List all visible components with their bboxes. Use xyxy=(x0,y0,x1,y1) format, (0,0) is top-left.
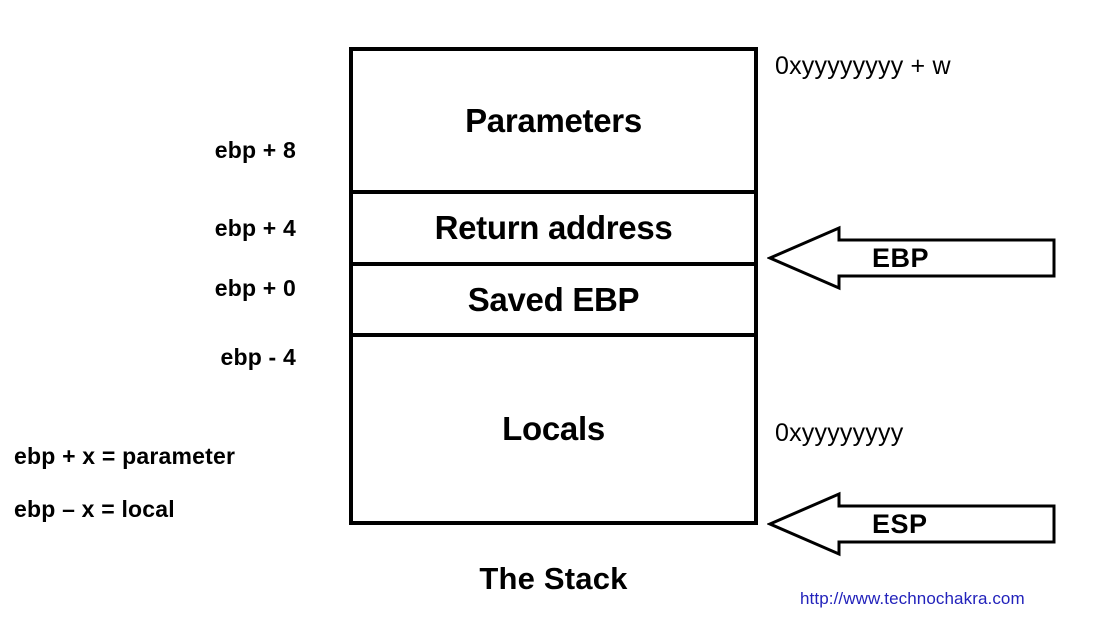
address-label-high: 0xyyyyyyyy + w xyxy=(775,52,951,80)
watermark-url: http://www.technochakra.com xyxy=(800,589,1025,608)
stack-cell-label: Return address xyxy=(434,209,673,246)
esp-pointer-arrow: ESP xyxy=(767,490,1057,558)
stack-cell-label: Locals xyxy=(502,410,605,447)
offset-label-ebp-plus-4: ebp + 4 xyxy=(214,215,296,241)
stack-cell-return-address: Return address xyxy=(353,190,754,262)
note-parameter-rule: ebp + x = parameter xyxy=(14,443,236,469)
offset-label-ebp-minus-4: ebp - 4 xyxy=(220,344,296,370)
register-label: ESP xyxy=(872,508,928,539)
left-arrow-icon xyxy=(767,491,1056,557)
offset-label-ebp-plus-0: ebp + 0 xyxy=(214,275,296,301)
stack-cell-label: Parameters xyxy=(465,101,642,139)
stack-box: Parameters Return address Saved EBP Loca… xyxy=(349,47,758,525)
register-label: EBP xyxy=(872,242,930,273)
address-label-low: 0xyyyyyyyy xyxy=(775,419,904,447)
left-arrow-icon xyxy=(767,225,1056,291)
stack-cell-parameters: Parameters xyxy=(353,51,754,190)
stack-cell-locals: Locals xyxy=(353,333,754,521)
note-local-rule: ebp – x = local xyxy=(14,496,175,522)
stack-cell-saved-ebp: Saved EBP xyxy=(353,262,754,333)
offset-label-ebp-plus-8: ebp + 8 xyxy=(214,137,296,163)
stack-cell-label: Saved EBP xyxy=(467,280,640,318)
ebp-pointer-arrow: EBP xyxy=(767,224,1057,292)
diagram-caption: The Stack xyxy=(479,561,628,596)
